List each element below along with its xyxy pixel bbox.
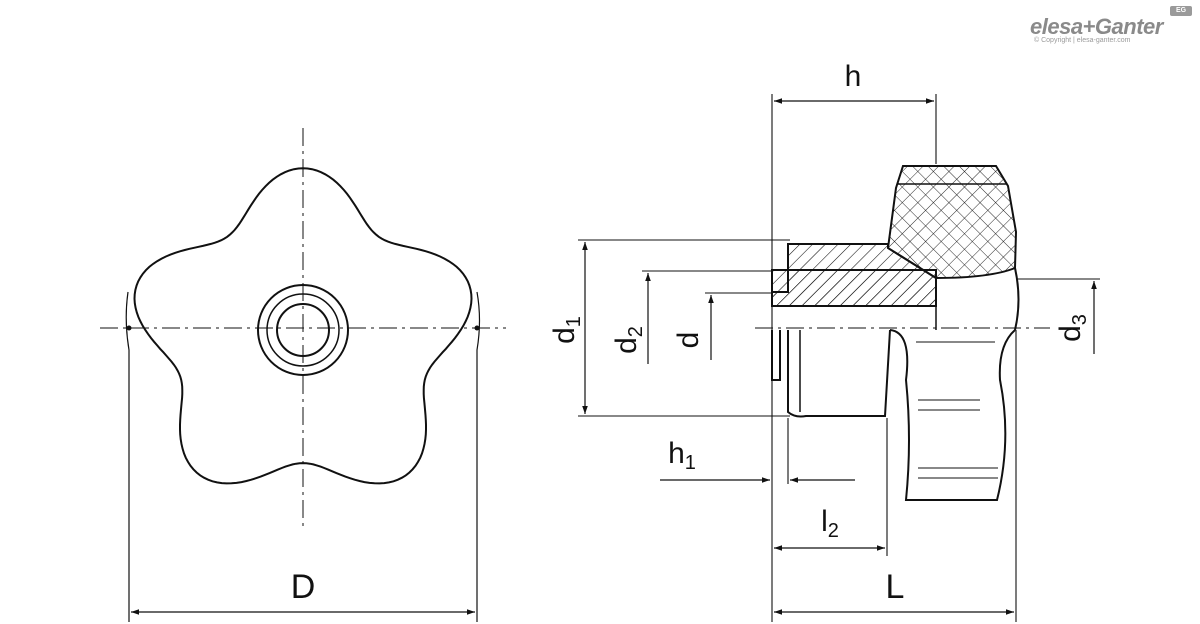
dimension-label-l2: l2 xyxy=(821,505,839,542)
insert-ring xyxy=(266,293,340,367)
insert-outer-ring xyxy=(257,284,349,376)
d-extension-left xyxy=(125,291,130,622)
dimension-label-d2: d2 xyxy=(610,326,647,354)
hub-lower xyxy=(787,329,891,418)
dimension-label-D: D xyxy=(291,568,316,606)
front-centerlines xyxy=(100,128,506,530)
threaded-insert-section xyxy=(771,269,937,307)
knob-lobe-outline xyxy=(133,167,473,485)
thread-hole xyxy=(276,303,330,357)
side-view: h L l2 h1 d1 d2 d d3 xyxy=(548,60,1100,622)
brand-name: elesa+Ganter xyxy=(1030,14,1163,39)
brand-logo: elesa+Ganter EG © Copyright | elesa-gant… xyxy=(1030,6,1196,46)
dimension-label-h1: h1 xyxy=(668,437,696,474)
brand-copyright: © Copyright | elesa-ganter.com xyxy=(1034,37,1131,44)
dimension-label-d: d xyxy=(672,332,705,349)
dimension-label-h: h xyxy=(845,60,862,93)
dimension-label-d3: d3 xyxy=(1054,314,1091,342)
dimension-label-d1: d1 xyxy=(548,316,585,344)
front-view: D xyxy=(100,128,506,622)
dimension-label-L: L xyxy=(886,568,905,606)
brand-badge: EG xyxy=(1170,6,1192,16)
insert-lower xyxy=(771,330,781,381)
knob-body-lower xyxy=(889,329,1016,501)
d-extension-right xyxy=(476,291,481,622)
